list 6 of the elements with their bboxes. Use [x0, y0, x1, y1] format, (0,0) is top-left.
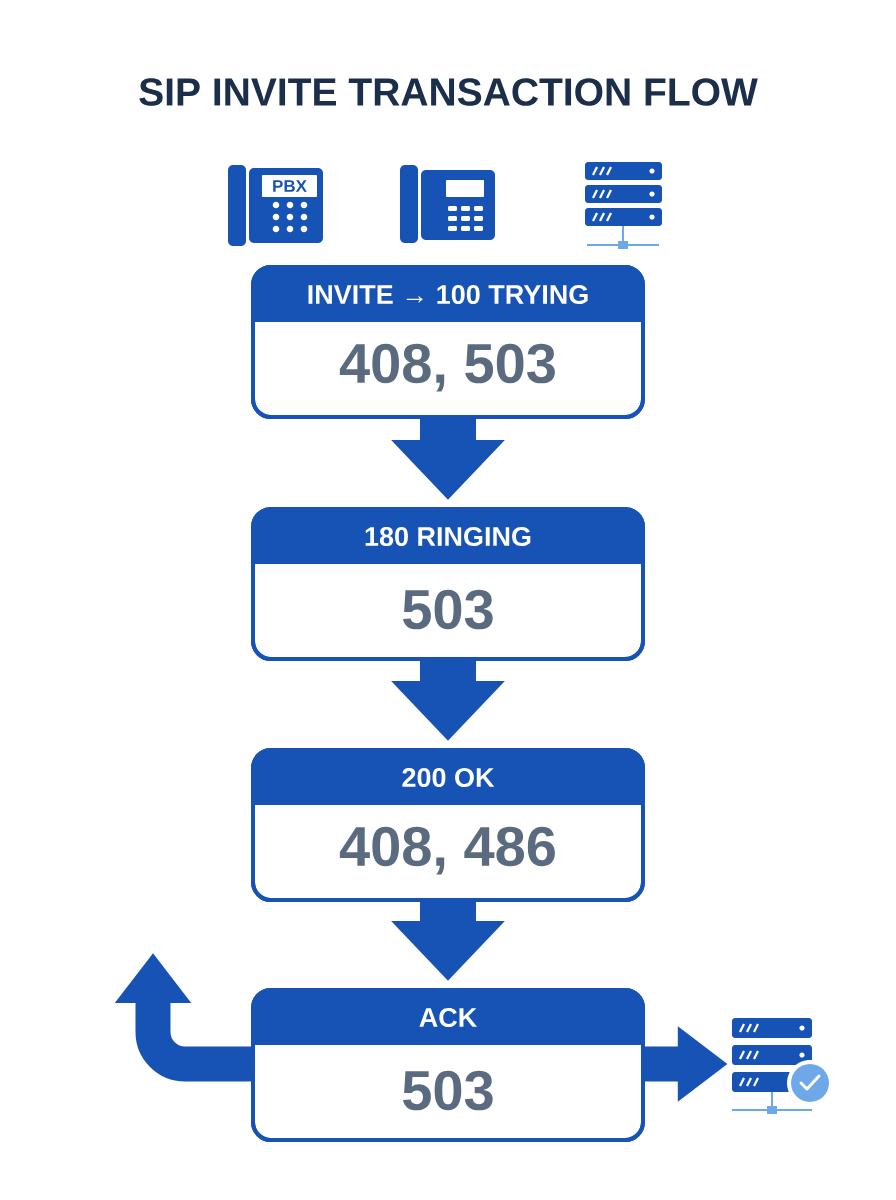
flow-box: INVITE → 100 TRYING 408, 503 [251, 265, 645, 419]
icon-label: PBX [273, 180, 307, 192]
flow-box: 180 RINGING 503 [251, 507, 645, 661]
title: SIP INVITE TRANSACTION FLOW [139, 78, 758, 106]
flow-box: 200 OK 408, 486 [251, 748, 645, 902]
flow-box: ACK 503 [251, 988, 645, 1142]
